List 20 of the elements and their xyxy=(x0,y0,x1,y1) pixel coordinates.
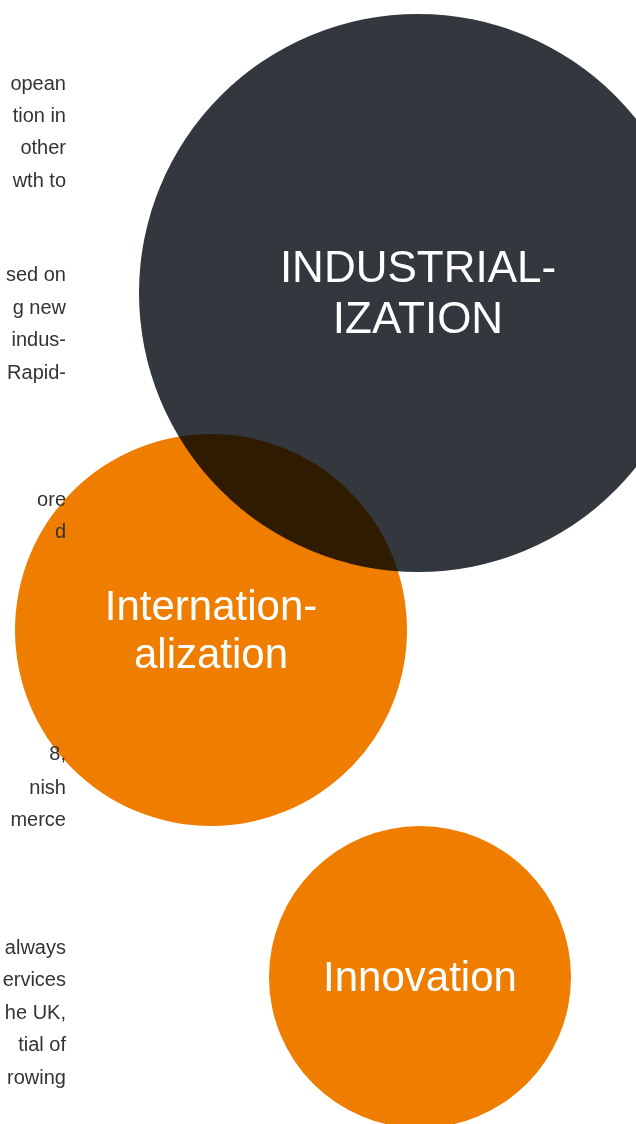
paragraph-fragment: opean xyxy=(10,73,66,93)
topic-title: Innovation xyxy=(323,952,517,1002)
paragraph-fragment: merce xyxy=(10,809,66,829)
paragraph-fragment: Rapid- xyxy=(7,362,66,382)
paragraph-fragment: indus- xyxy=(11,329,66,349)
topic-title: Internation- alization xyxy=(103,581,319,679)
paragraph-fragment: tial of xyxy=(18,1034,66,1054)
paragraph-fragment: ore xyxy=(37,489,66,509)
topic-title: INDUSTRIAL- IZATION xyxy=(278,242,558,344)
paragraph-fragment: rowing xyxy=(7,1067,66,1087)
paragraph-fragment: tion in xyxy=(12,105,66,125)
paragraph-fragment: ervices xyxy=(2,969,66,989)
paragraph-fragment: nish xyxy=(29,777,66,797)
paragraph-fragment: always xyxy=(4,937,66,957)
paragraph-fragment: he UK, xyxy=(4,1002,66,1022)
paragraph-fragment: sed on xyxy=(5,264,66,284)
paragraph-fragment: other xyxy=(20,137,66,157)
paragraph-fragment: g new xyxy=(12,297,66,317)
paragraph-fragment: wth to xyxy=(12,170,66,190)
paragraph-fragment: d xyxy=(54,521,66,541)
